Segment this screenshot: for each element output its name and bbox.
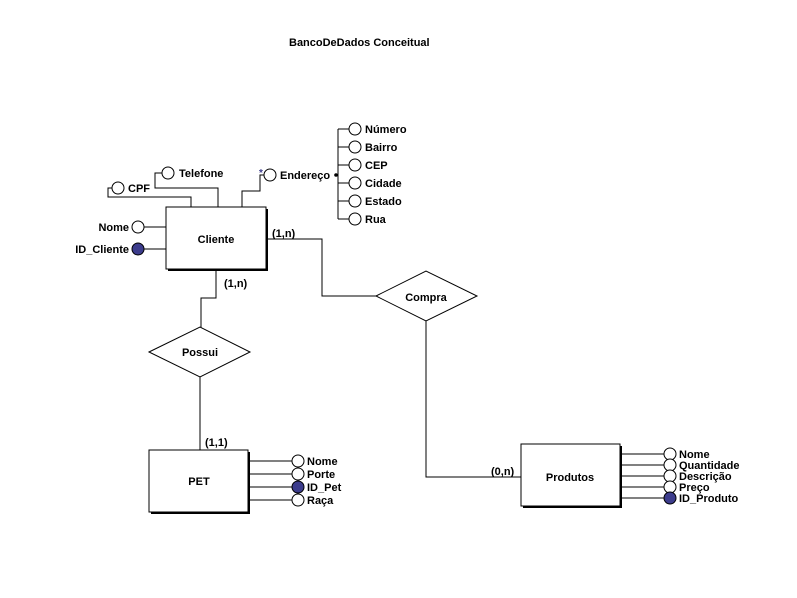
pet-attributes: Nome Porte ID_Pet Raça [248, 454, 342, 507]
cliente-nome-circle[interactable] [131, 220, 145, 234]
produto-quantidade-label: Quantidade [679, 460, 740, 472]
telefone-label: Telefone [179, 168, 223, 180]
pet-nome-circle[interactable] [291, 454, 305, 468]
diagram-title: BancoDeDados Conceitual [289, 37, 430, 49]
pet-nome-label: Nome [307, 456, 338, 468]
produto-nome-circle[interactable] [663, 447, 677, 461]
entity-pet[interactable] [148, 449, 249, 513]
subattr-cidade-circle[interactable] [348, 176, 362, 190]
relationship-possui-label: Possui [182, 347, 218, 359]
cliente-compra-line [266, 238, 376, 297]
endereco-connector [241, 174, 264, 207]
produtos-attributes: Nome Quantidade Descrição Preço ID_Produ… [620, 447, 740, 505]
cpf-attribute-circle[interactable] [111, 181, 125, 195]
pet-id-key-circle[interactable] [291, 480, 305, 494]
relationship-possui[interactable] [147, 326, 252, 378]
endereco-subattributes: Número Bairro CEP Cidade Estado Rua [338, 122, 407, 226]
produto-preco-label: Preço [679, 482, 710, 494]
cliente-possui-line [200, 269, 217, 328]
produto-id-key-circle[interactable] [663, 491, 677, 505]
produto-preco-circle[interactable] [663, 480, 677, 494]
produto-nome-label: Nome [679, 449, 710, 461]
entity-produtos[interactable] [520, 443, 621, 507]
subattr-cep-label: CEP [365, 160, 388, 172]
telefone-connector [154, 172, 219, 207]
produto-descricao-label: Descrição [679, 471, 732, 483]
endereco-multivalued-mark: * [259, 168, 263, 179]
produto-quantidade-circle[interactable] [663, 458, 677, 472]
produto-id-label: ID_Produto [679, 493, 739, 505]
cardinality-cliente-compra: (1,n) [272, 228, 296, 240]
subattr-cidade-label: Cidade [365, 178, 402, 190]
id-cliente-label: ID_Cliente [75, 244, 129, 256]
relationship-compra-label: Compra [405, 292, 447, 304]
subattr-bairro-circle[interactable] [348, 140, 362, 154]
pet-porte-label: Porte [307, 469, 335, 481]
cpf-connector [107, 187, 192, 207]
subattr-estado-circle[interactable] [348, 194, 362, 208]
endereco-junction-dot [334, 173, 338, 177]
endereco-attribute-circle[interactable] [263, 168, 277, 182]
endereco-label: Endereço [280, 170, 330, 182]
cardinality-cliente-possui: (1,n) [224, 278, 248, 290]
pet-id-label: ID_Pet [307, 482, 342, 494]
telefone-attribute-circle[interactable] [161, 166, 175, 180]
subattr-estado-label: Estado [365, 196, 402, 208]
subattr-numero-circle[interactable] [348, 122, 362, 136]
pet-raca-label: Raça [307, 495, 334, 507]
compra-produtos-line [425, 321, 521, 478]
subattr-numero-label: Número [365, 124, 407, 136]
cardinality-pet-possui: (1,1) [205, 437, 228, 449]
cliente-nome-label: Nome [98, 222, 129, 234]
pet-porte-circle[interactable] [291, 467, 305, 481]
relationship-compra[interactable] [374, 270, 479, 322]
entity-cliente[interactable] [165, 206, 267, 270]
entity-pet-label: PET [188, 476, 210, 488]
subattr-cep-circle[interactable] [348, 158, 362, 172]
subattr-rua-label: Rua [365, 214, 387, 226]
entity-cliente-label: Cliente [198, 234, 235, 246]
cpf-label: CPF [128, 183, 150, 195]
subattr-bairro-label: Bairro [365, 142, 398, 154]
produto-descricao-circle[interactable] [663, 469, 677, 483]
id-cliente-key-circle[interactable] [131, 242, 145, 256]
cardinality-produtos-compra: (0,n) [491, 466, 515, 478]
entity-produtos-label: Produtos [546, 472, 594, 484]
subattr-rua-circle[interactable] [348, 212, 362, 226]
pet-raca-circle[interactable] [291, 493, 305, 507]
